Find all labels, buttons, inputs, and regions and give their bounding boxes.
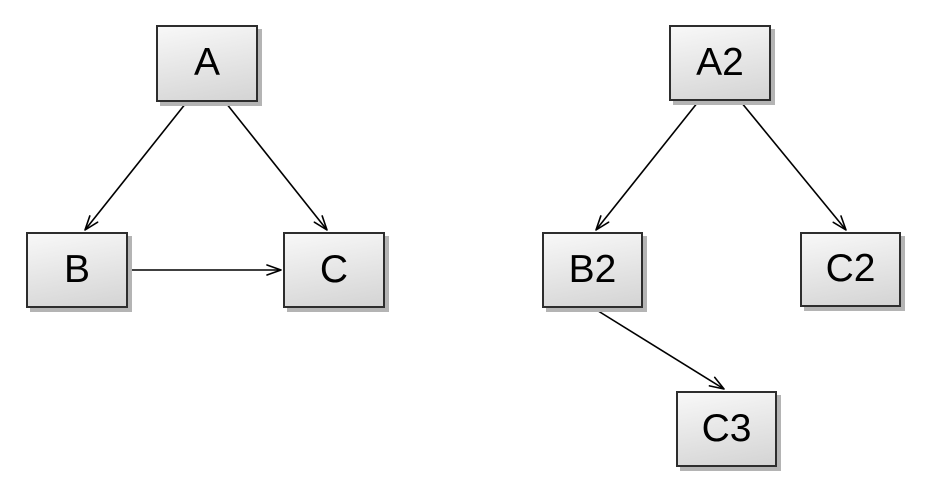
node-B[interactable]: B: [26, 232, 128, 308]
node-A2[interactable]: A2: [669, 25, 771, 101]
node-C[interactable]: C: [283, 232, 385, 308]
node-B2[interactable]: B2: [542, 232, 643, 308]
node-label: C3: [701, 406, 752, 450]
node-A[interactable]: A: [156, 25, 258, 102]
node-label: B2: [568, 247, 617, 291]
node-label: C2: [825, 247, 876, 290]
node-C3[interactable]: C3: [676, 391, 777, 467]
node-C2[interactable]: C2: [800, 232, 901, 307]
node-label: A: [193, 41, 220, 84]
node-label: B: [63, 247, 90, 291]
node-label: A2: [696, 40, 744, 84]
node-label: C: [319, 247, 349, 291]
